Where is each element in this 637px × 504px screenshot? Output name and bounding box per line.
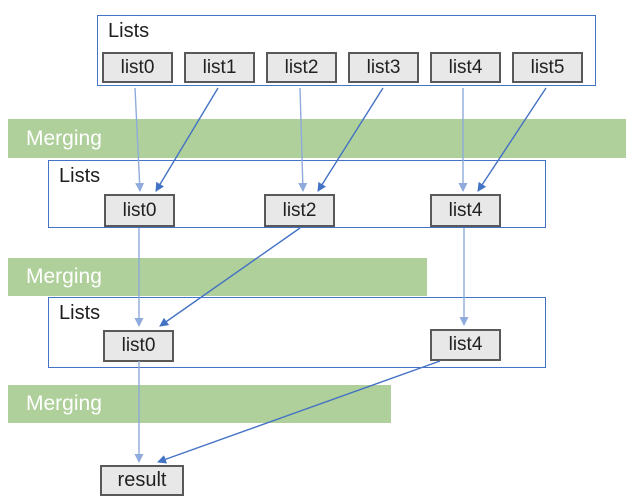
- stage1-list4-box: list4: [430, 52, 501, 83]
- stage3-list0-box: list0: [103, 330, 174, 362]
- merging-banner-2: Merging: [8, 258, 427, 296]
- stage1-list2-box: list2: [266, 52, 337, 83]
- stage2-lists-container: Lists list0 list2 list4: [48, 160, 546, 228]
- stage1-lists-label: Lists: [108, 20, 150, 42]
- result-box: result: [100, 465, 184, 496]
- stage3-list4-box: list4: [430, 329, 501, 361]
- stage2-list0-box: list0: [104, 194, 175, 227]
- stage1-lists-container: Lists list0 list1 list2 list3 list4 list…: [97, 15, 596, 86]
- stage2-lists-label: Lists: [59, 165, 101, 187]
- merging-banner-3: Merging: [8, 385, 391, 423]
- stage1-list1-box: list1: [184, 52, 255, 83]
- stage3-lists-container: Lists list0 list4: [48, 297, 546, 368]
- stage1-list5-box: list5: [512, 52, 583, 83]
- merging-banner-1: Merging: [8, 119, 626, 158]
- stage1-list0-box: list0: [102, 52, 173, 83]
- stage1-list3-box: list3: [348, 52, 419, 83]
- stage3-lists-label: Lists: [59, 302, 101, 324]
- stage2-list4-box: list4: [430, 194, 501, 227]
- stage2-list2-box: list2: [264, 194, 335, 227]
